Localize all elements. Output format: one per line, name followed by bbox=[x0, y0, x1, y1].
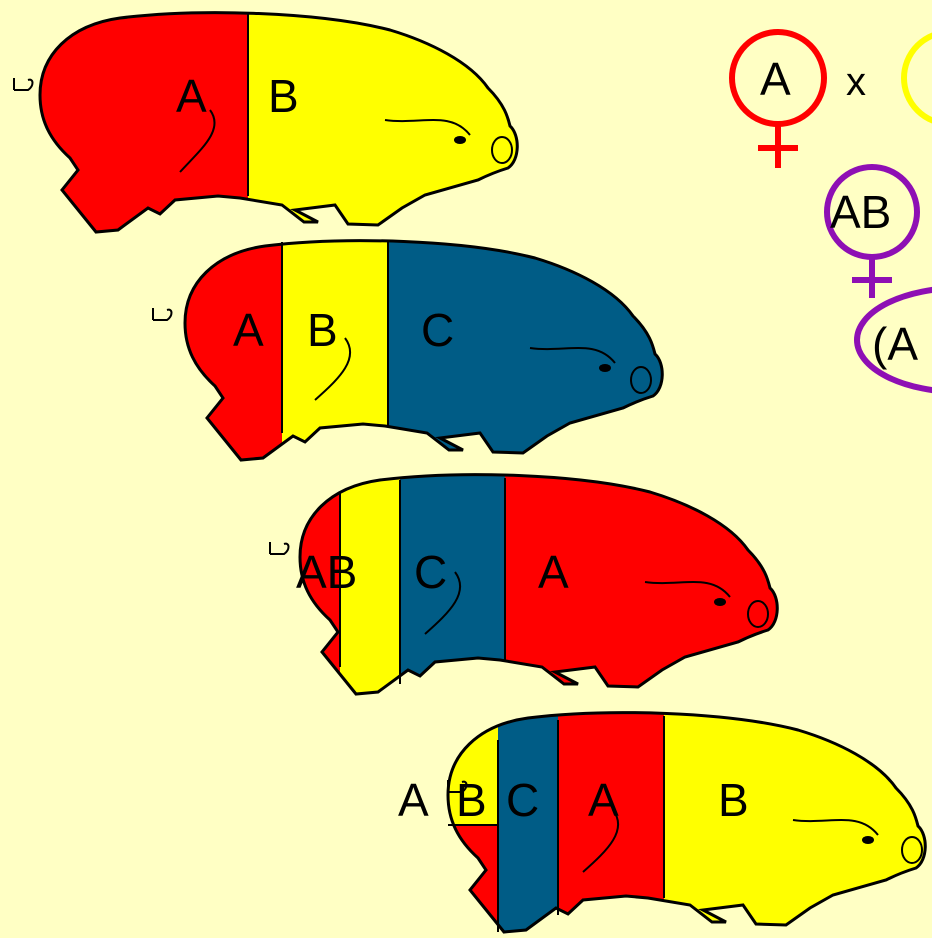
pig-2-label-3: C bbox=[421, 304, 454, 356]
pig-3-snout bbox=[747, 600, 769, 628]
pig-3-eye bbox=[714, 598, 726, 606]
cross-1-female-label: A bbox=[760, 53, 791, 105]
pig-4-label-5: B bbox=[718, 774, 749, 826]
pig-4: A B C A B bbox=[398, 711, 927, 934]
pig-4-tail bbox=[447, 780, 468, 793]
pig-3-label-2: C bbox=[414, 546, 447, 598]
cross-1-times: x bbox=[846, 60, 866, 104]
cross-3-label: (A bbox=[872, 318, 918, 370]
pig-4-label-1: A bbox=[398, 774, 429, 826]
pig-4-label-2: B bbox=[456, 774, 487, 826]
cross-3: (A bbox=[854, 286, 932, 394]
pig-1-tail bbox=[13, 78, 34, 91]
pig-4-segment-A bbox=[558, 712, 664, 933]
pig-2-ear bbox=[529, 347, 616, 364]
pig-4-outline bbox=[446, 711, 927, 934]
pig-4-ear bbox=[792, 819, 879, 836]
pig-1-eye bbox=[454, 136, 466, 144]
pig-1-snout bbox=[491, 136, 513, 164]
pig-3-label-1: AB bbox=[296, 546, 357, 598]
pig-2-label-1: A bbox=[233, 304, 264, 356]
pig-2-outline bbox=[183, 239, 664, 462]
pig-1: A B bbox=[13, 11, 519, 234]
pig-4-segment-C bbox=[498, 712, 558, 933]
pig-3-leg-line bbox=[424, 571, 462, 635]
pig-1-segment-A bbox=[40, 12, 248, 233]
pig-2-label-2: B bbox=[307, 304, 338, 356]
pig-4-segment-A-lower bbox=[448, 825, 498, 933]
pig-1-label-1: A bbox=[176, 70, 207, 122]
pig-2-snout bbox=[630, 366, 652, 394]
cross-2-female-label: AB bbox=[830, 186, 891, 238]
pig-2-leg-line bbox=[314, 337, 352, 401]
cross-2: AB bbox=[824, 164, 920, 298]
pig-2: A B C bbox=[152, 239, 664, 462]
pig-3: AB C A bbox=[269, 473, 779, 696]
pig-3-tail bbox=[269, 542, 290, 555]
pig-4-label-4: A bbox=[588, 774, 619, 826]
pig-3-segment-B bbox=[340, 474, 400, 695]
pig-4-snout bbox=[901, 836, 923, 864]
pig-1-label-2: B bbox=[268, 70, 299, 122]
pig-1-leg-line bbox=[179, 109, 216, 173]
pig-4-segment-B2 bbox=[664, 712, 926, 933]
pig-4-leg-line bbox=[582, 809, 620, 873]
pig-3-label-3: A bbox=[538, 546, 569, 598]
cross-1: A x bbox=[729, 29, 932, 168]
pig-1-ear bbox=[384, 119, 471, 136]
pig-3-outline bbox=[298, 473, 779, 696]
female-symbol-B-circle bbox=[901, 32, 932, 124]
pig-2-eye bbox=[599, 364, 611, 372]
pig-1-outline bbox=[38, 11, 519, 234]
pig-3-ear bbox=[644, 581, 731, 598]
cross-3-ellipse bbox=[854, 286, 932, 394]
pig-4-eye bbox=[862, 836, 874, 844]
pig-2-tail bbox=[152, 308, 173, 321]
pig-4-label-3: C bbox=[506, 774, 539, 826]
